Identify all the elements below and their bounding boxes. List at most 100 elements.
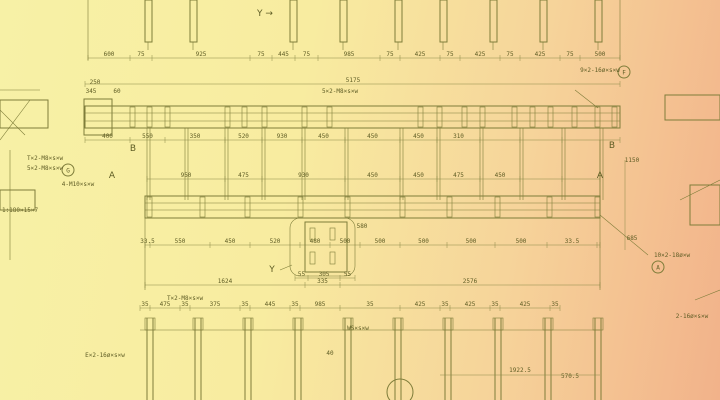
- slot: [309, 251, 316, 265]
- rail-bracket: [494, 196, 501, 218]
- drawing-line: [574, 89, 599, 109]
- dimension-label: 930: [277, 133, 288, 140]
- rail-bracket: [241, 106, 248, 128]
- dimension-label: 2576: [463, 278, 478, 285]
- callout-f-label: F: [622, 70, 626, 77]
- callout-g-label: G: [66, 168, 70, 175]
- left-base: [0, 189, 36, 211]
- dimension-label: 500: [375, 238, 386, 245]
- detail-outline: [289, 217, 356, 277]
- dimension-label: 500: [516, 238, 527, 245]
- post: [439, 0, 448, 43]
- dimension-label: 75: [386, 51, 394, 58]
- note-left-note4: 5×2-M8×s×w: [27, 165, 64, 172]
- rail-bracket: [129, 106, 136, 128]
- rail-bracket: [594, 196, 601, 218]
- dimension-label: 35: [291, 301, 299, 308]
- top-rail: [84, 105, 621, 129]
- callout-g: [61, 163, 75, 177]
- dimension-label: 500: [340, 238, 351, 245]
- slot: [309, 227, 316, 241]
- post: [339, 0, 348, 43]
- section-mark-a: A: [597, 171, 604, 181]
- note-left-note3: T×2-M8×s×w: [27, 155, 64, 162]
- dimension-label: 450: [318, 133, 329, 140]
- section-mark-a-left: A: [109, 171, 116, 181]
- dimension-label: 500: [418, 238, 429, 245]
- base-detail-circle: [386, 378, 414, 400]
- post: [489, 0, 498, 43]
- dimension-label: 35: [241, 301, 249, 308]
- rail-bracket: [224, 106, 231, 128]
- rail-bracket: [417, 106, 424, 128]
- rail-bracket: [399, 196, 406, 218]
- dimension-label: 35: [491, 301, 499, 308]
- rail-bracket: [446, 196, 453, 218]
- dimension-label: 445: [265, 301, 276, 308]
- dimension-label: 375: [210, 301, 221, 308]
- base-plate: [304, 221, 348, 273]
- overall-dimension: 5175: [346, 77, 361, 84]
- dimension-label: 600: [104, 51, 115, 58]
- dimension-label: 35: [441, 301, 449, 308]
- dimension-label: 450: [367, 172, 378, 179]
- rail-bracket: [297, 196, 304, 218]
- section-mark-b: B: [130, 144, 136, 154]
- dimension-label: 985: [315, 301, 326, 308]
- dimension-label: 33.5: [565, 238, 580, 245]
- rail-bracket: [146, 106, 153, 128]
- dimension-label: 685: [627, 235, 638, 242]
- dimension-label: 75: [566, 51, 574, 58]
- note-bottom-mid: T×2-M8×s×w: [167, 295, 204, 302]
- dimension-label: 985: [344, 51, 355, 58]
- dimension-label: 1922.5: [509, 367, 531, 374]
- dimension-label: 450: [413, 133, 424, 140]
- dimension-label: 75: [257, 51, 265, 58]
- dimension-label: 1150: [625, 157, 640, 164]
- dimension-label: 35: [551, 301, 559, 308]
- right-view-box: [664, 94, 720, 121]
- post: [144, 0, 153, 43]
- rail-bracket: [571, 106, 578, 128]
- dimension-label: 305: [319, 271, 330, 278]
- rail-bracket: [611, 106, 618, 128]
- dimension-label: 335: [317, 278, 328, 285]
- rail-bracket: [529, 106, 536, 128]
- dimension-label: 930: [298, 172, 309, 179]
- post: [289, 0, 298, 43]
- rail-bracket: [547, 106, 554, 128]
- dimension-label: 550: [142, 133, 153, 140]
- callout-a-label: A: [656, 265, 660, 272]
- rail-bracket: [326, 106, 333, 128]
- note-bolt-note: 5×2-M8×s×w: [322, 88, 359, 95]
- dimension-label: 75: [137, 51, 145, 58]
- rail-bracket: [164, 106, 171, 128]
- post: [189, 0, 198, 43]
- rail-bracket: [301, 106, 308, 128]
- dimension-label: 475: [160, 301, 171, 308]
- dimension-label: 350: [190, 133, 201, 140]
- dimension-label: 425: [415, 51, 426, 58]
- post: [394, 0, 403, 43]
- dimension-label: 425: [520, 301, 531, 308]
- dimension-label: 475: [238, 172, 249, 179]
- rail-bracket: [436, 106, 443, 128]
- dimension-label: 75: [446, 51, 454, 58]
- dimension-label: 450: [367, 133, 378, 140]
- dimension-label: 425: [475, 51, 486, 58]
- rail-bracket: [244, 196, 251, 218]
- slot: [329, 227, 336, 241]
- dimension-label: 75: [303, 51, 311, 58]
- dimension-label: 1624: [218, 278, 233, 285]
- dimension-label: 950: [181, 172, 192, 179]
- dimension-label: 345: [86, 88, 97, 95]
- dimension-label: 55: [344, 271, 352, 278]
- dimension-label: 450: [413, 172, 424, 179]
- dimension-label: 35: [366, 301, 374, 308]
- dimension-label: 500: [595, 51, 606, 58]
- drawing-line: [0, 99, 31, 141]
- dimension-label: 425: [535, 51, 546, 58]
- dimension-label: 310: [453, 133, 464, 140]
- note-bottom-right: 10×2-18ø×w: [654, 252, 691, 259]
